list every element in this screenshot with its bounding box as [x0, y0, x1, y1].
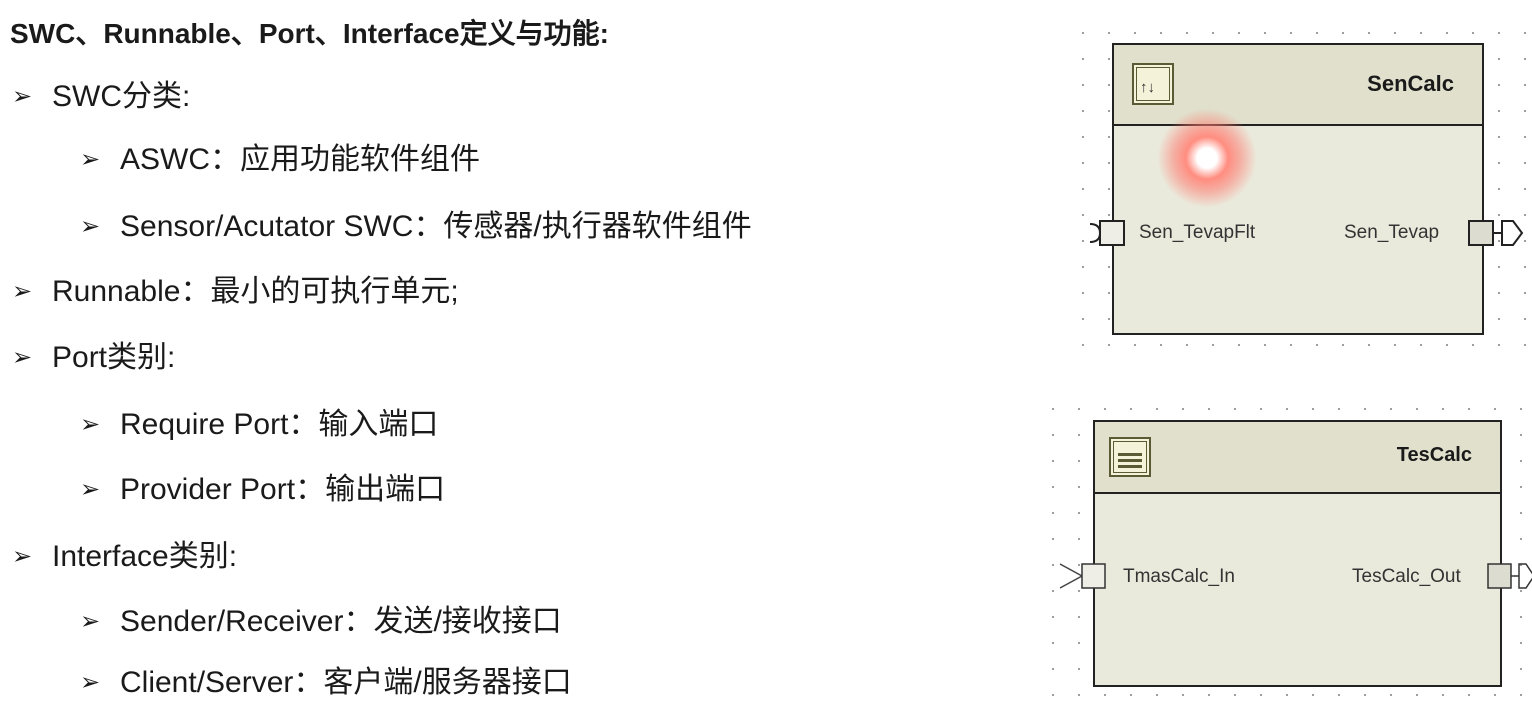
bullet-text: Sensor/Acutator SWC：传感器/执行器软件组件 — [120, 210, 752, 243]
application-component-icon — [1109, 437, 1151, 477]
out-port-label[interactable]: Sen_Tevap — [1344, 222, 1440, 243]
pointer-highlight — [1157, 108, 1257, 208]
bullet-text: Interface类别: — [52, 540, 238, 573]
bullet-item: ➢ Require Port：输入端口 — [80, 407, 438, 443]
bullet-text: Client/Server：客户端/服务器接口 — [120, 666, 572, 699]
out-port-square — [1487, 563, 1512, 589]
arrow-bullet-icon: ➢ — [80, 213, 101, 240]
component-tescalc[interactable]: TesCalc — [1093, 420, 1502, 687]
bullet-item: ➢ Provider Port：输出端口 — [80, 472, 445, 508]
bullet-item: ➢ Port类别: — [12, 340, 175, 376]
component-header: TesCalc — [1095, 422, 1500, 494]
client-server-component-icon: ↑↓ — [1132, 63, 1174, 105]
bullet-text: Require Port：输入端口 — [120, 408, 439, 441]
bullet-text: Sender/Receiver：发送/接收接口 — [120, 605, 562, 638]
arrow-bullet-icon: ➢ — [80, 411, 101, 438]
provide-port-icon — [1493, 220, 1524, 246]
arrow-bullet-icon: ➢ — [80, 146, 101, 173]
arrow-bullet-icon: ➢ — [12, 83, 33, 110]
in-port-label[interactable]: Sen_TevapFlt — [1139, 222, 1256, 243]
receiver-port-icon — [1059, 563, 1084, 589]
arrow-bullet-icon: ➢ — [80, 608, 101, 635]
arrow-bullet-icon: ➢ — [12, 344, 33, 371]
arrow-bullet-icon: ➢ — [80, 476, 101, 503]
bullet-item: ➢ Runnable：最小的可执行单元; — [12, 274, 459, 310]
in-port-square — [1099, 220, 1125, 246]
bullet-item: ➢ Sender/Receiver：发送/接收接口 — [80, 604, 562, 640]
out-port-label[interactable]: TesCalc_Out — [1352, 566, 1461, 587]
bullet-text: SWC分类: — [52, 80, 191, 113]
bullet-text: Provider Port：输出端口 — [120, 473, 446, 506]
bullet-text: ASWC：应用功能软件组件 — [120, 143, 480, 176]
bullet-item: ➢ Interface类别: — [12, 539, 237, 575]
component-header: ↑↓ SenCalc — [1114, 45, 1482, 126]
arrow-bullet-icon: ➢ — [80, 669, 101, 696]
sender-port-icon — [1511, 563, 1532, 589]
in-port-label[interactable]: TmasCalc_In — [1123, 566, 1235, 587]
bullet-item: ➢ Sensor/Acutator SWC：传感器/执行器软件组件 — [80, 209, 752, 245]
bullet-text: Port类别: — [52, 341, 176, 374]
arrow-bullet-icon: ➢ — [12, 543, 33, 570]
slide-title: SWC、Runnable、Port、Interface定义与功能: — [10, 18, 609, 49]
bullet-text: Runnable：最小的可执行单元; — [52, 275, 459, 308]
bullet-item: ➢ Client/Server：客户端/服务器接口 — [80, 665, 572, 701]
arrow-bullet-icon: ➢ — [12, 278, 33, 305]
bullet-item: ➢ SWC分类: — [12, 79, 190, 115]
bullet-item: ➢ ASWC：应用功能软件组件 — [80, 142, 480, 178]
component-name: SenCalc — [1367, 71, 1454, 96]
in-port-square — [1081, 563, 1106, 589]
component-name: TesCalc — [1396, 444, 1472, 466]
